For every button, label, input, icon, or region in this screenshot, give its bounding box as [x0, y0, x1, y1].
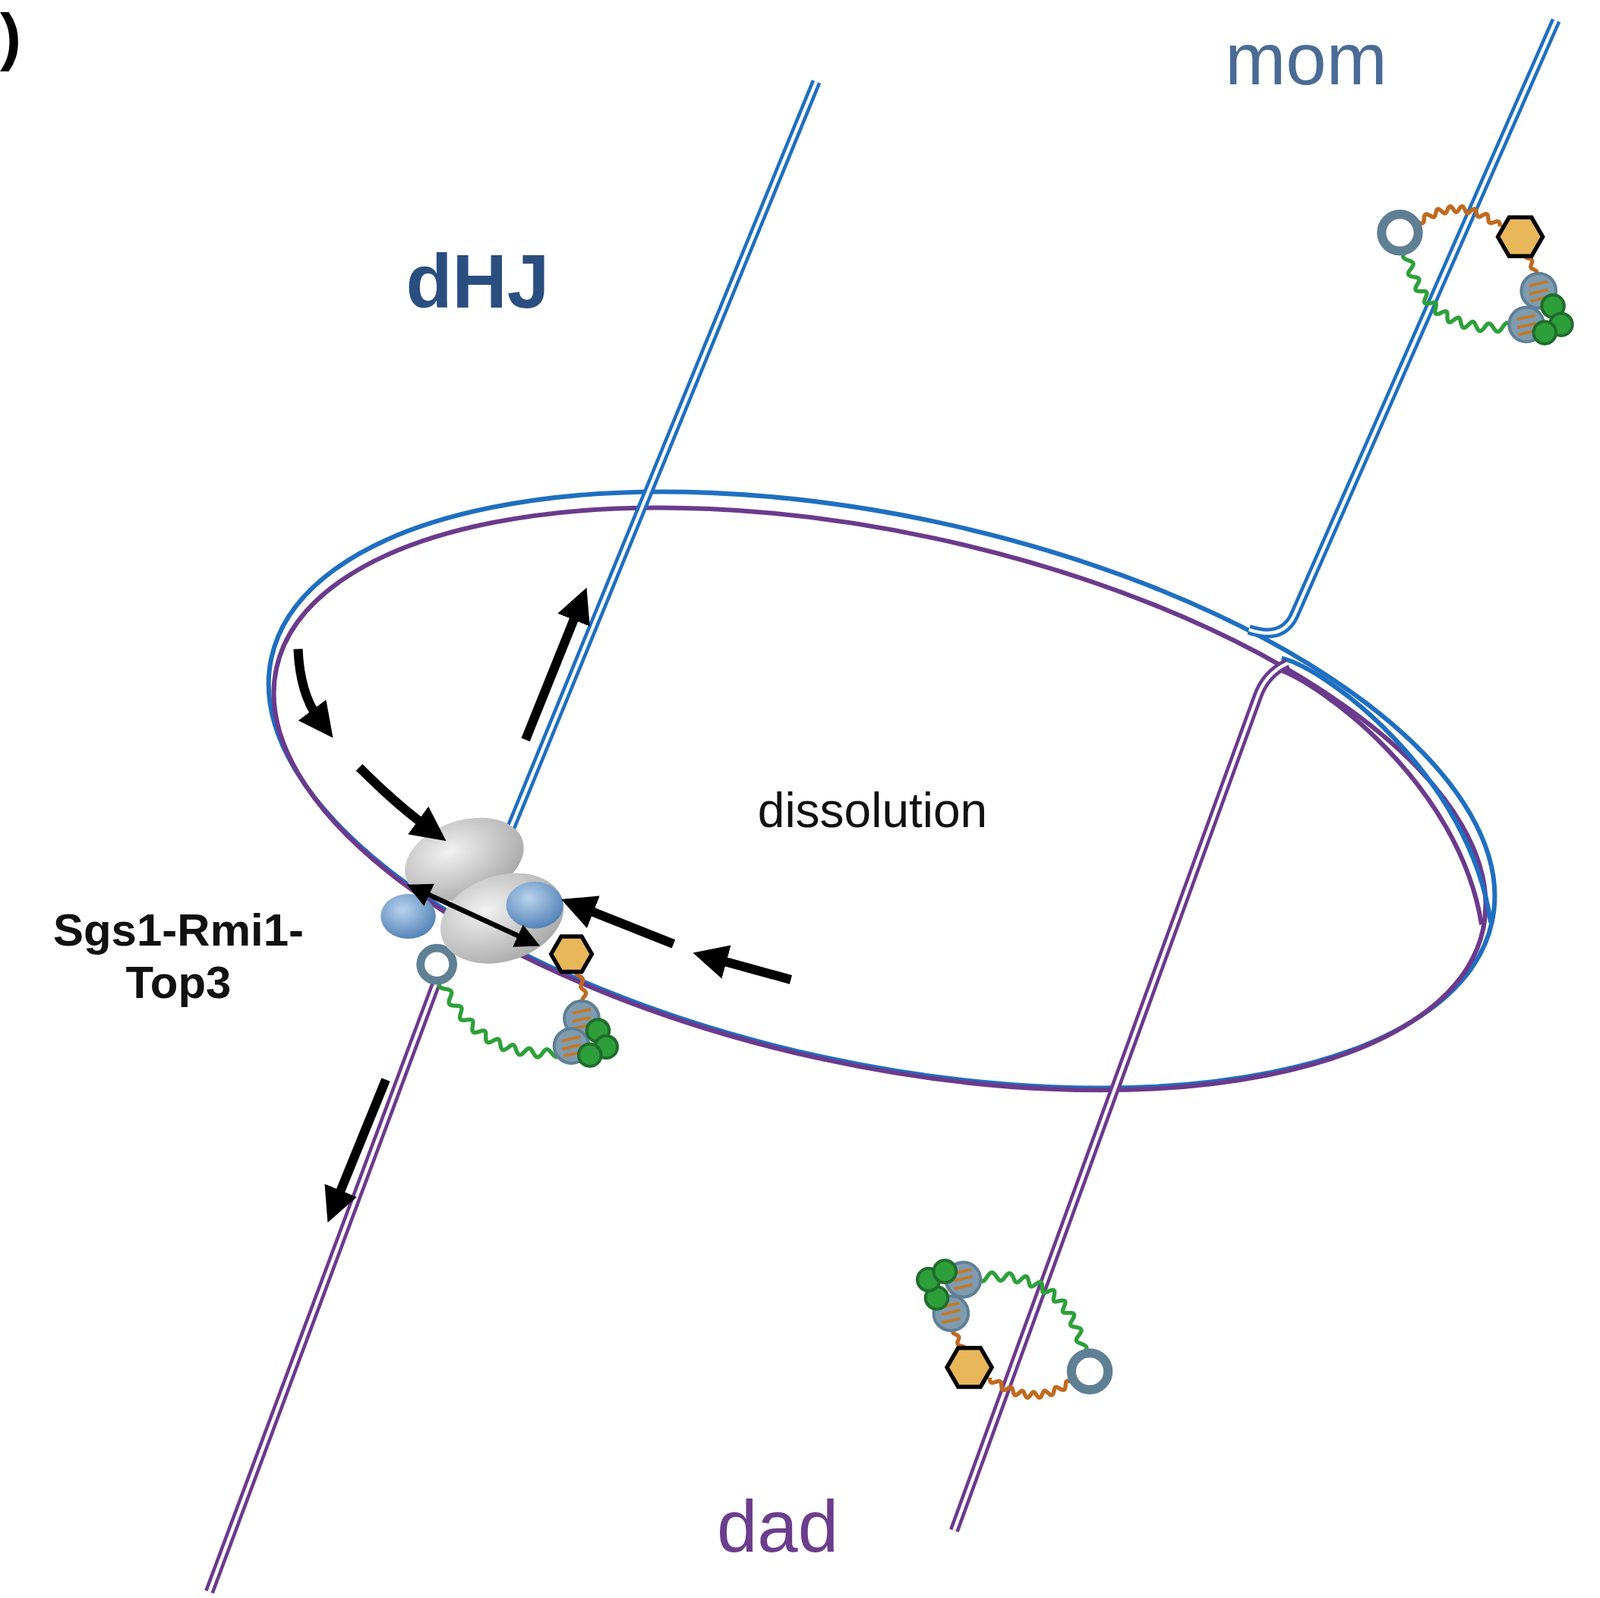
mom-duplex-right [1249, 20, 1556, 634]
junction-lobe-blue [1281, 658, 1491, 923]
cohesin-ring [917, 1259, 1108, 1398]
cohesin-orange-arm [1418, 206, 1500, 228]
dad-duplex-left [209, 981, 438, 1591]
sgs1-rmi1-top3-complex [380, 803, 592, 979]
heteroduplex-blue-strand [213, 390, 1550, 1189]
cohesin-hexagon [1497, 217, 1543, 256]
structure-label: dHJ [406, 237, 550, 326]
cohesin-ring-subunit [1381, 214, 1418, 251]
dad-duplex-right [953, 662, 1288, 1531]
mom-duplex-left-gap [501, 81, 817, 849]
cohesin-at-complex [420, 947, 618, 1067]
rmi1-subunit [506, 881, 564, 929]
cohesin-ring-subunit [420, 947, 454, 981]
mom-duplex-left [501, 81, 817, 849]
cohesin-green-ball [578, 1043, 602, 1067]
panel-letter: ) [0, 0, 22, 74]
mom-duplex-left-outer [501, 81, 817, 849]
movement-arrow [297, 648, 319, 718]
dad-duplex-right-gap [953, 662, 1288, 1531]
process-label: dissolution [757, 782, 988, 840]
movement-arrow [583, 908, 674, 944]
dad-duplex-right-outer [953, 662, 1288, 1531]
movement-arrow [716, 959, 791, 980]
cohesin-hexagon [946, 1347, 992, 1387]
mom-duplex-right-outer [1249, 20, 1556, 634]
strand-label: mom [1224, 17, 1387, 101]
dhj-drawing [209, 20, 1573, 1592]
cohesin-green-ball [934, 1259, 957, 1283]
movement-arrow [337, 1079, 386, 1200]
strand-label: dad [716, 1484, 839, 1569]
movement-arrow [359, 766, 427, 827]
heteroduplex-purple-strand [220, 407, 1540, 1190]
cohesin-ring [1381, 206, 1572, 344]
cohesin-green-arm [438, 979, 572, 1058]
cohesin-orange-arm [989, 1377, 1071, 1399]
top3-hexagon [551, 936, 593, 972]
dad-duplex-left-gap [209, 981, 438, 1591]
movement-arrow [525, 609, 578, 740]
dad-duplex-left-outer [209, 981, 438, 1591]
arrows [297, 609, 791, 1200]
junction-lobe-purple [1275, 668, 1482, 925]
cohesin-green-arm [977, 1271, 1087, 1353]
rmi1-subunit [380, 893, 436, 939]
movement-arrow [422, 891, 524, 939]
mom-duplex-right-gap [1249, 20, 1556, 634]
cohesin-green-ball [1533, 321, 1557, 344]
cohesin-green-arm [1403, 251, 1513, 332]
sgs1-subunit [429, 858, 576, 979]
complex-label: Sgs1-Rmi1- Top3 [18, 903, 338, 1009]
cohesin-ring-subunit [1071, 1353, 1108, 1390]
